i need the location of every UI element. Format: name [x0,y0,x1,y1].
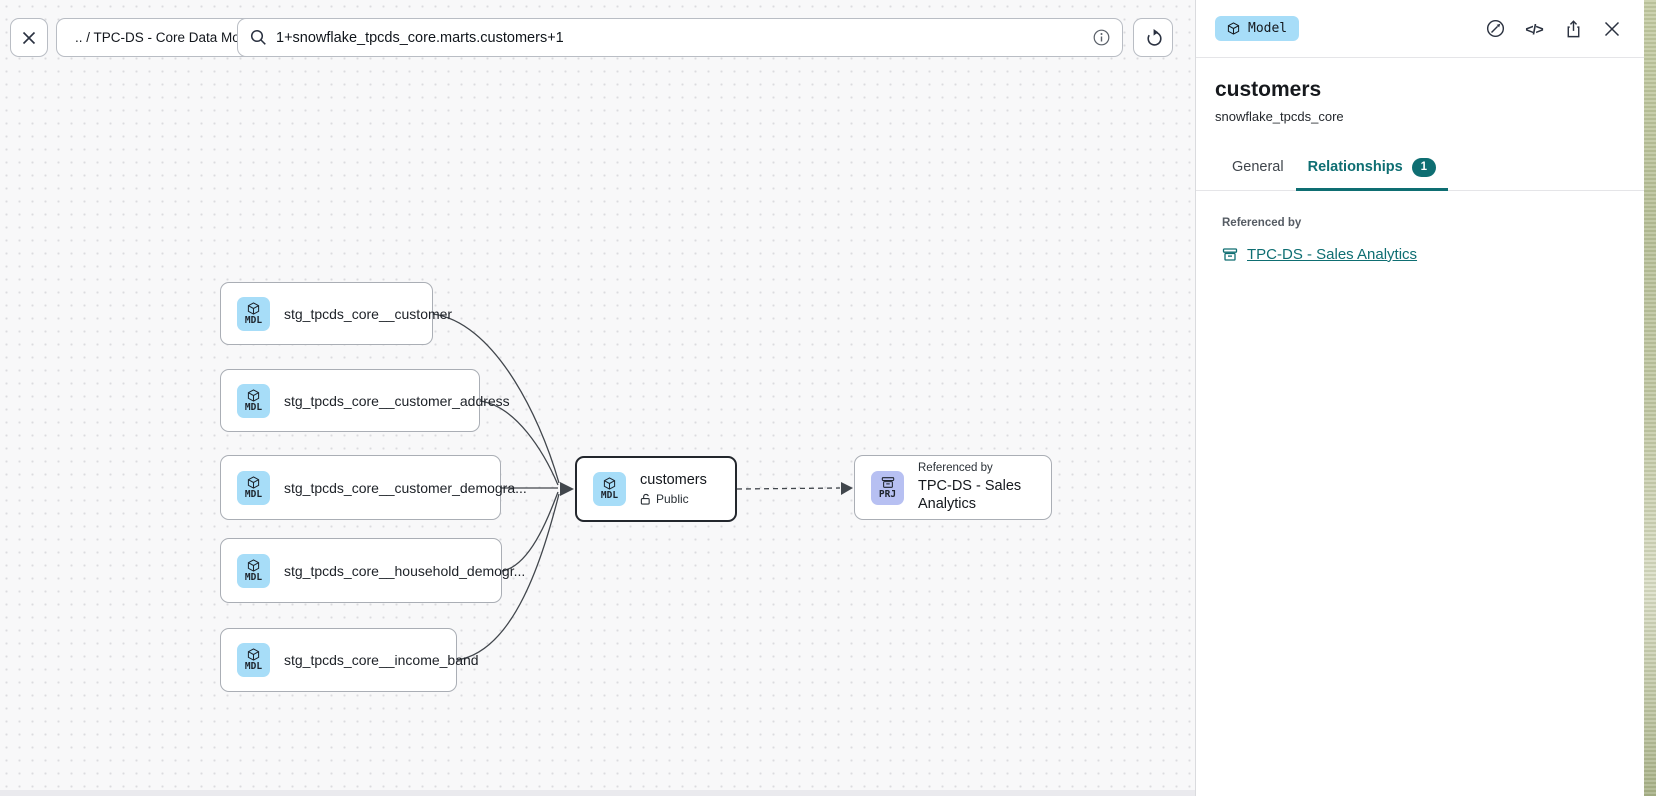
cube-icon [1227,22,1240,35]
archive-icon [1222,247,1238,262]
relationships-content: Referenced by TPC-DS - Sales Analytics [1196,191,1644,289]
node-label: stg_tpcds_core__customer [284,306,452,322]
model-chip: MDL [237,471,270,505]
tab-relationships-label: Relationships [1308,159,1403,175]
close-lineage-button[interactable] [10,18,48,57]
horizontal-scrollbar[interactable] [0,790,1195,796]
lineage-canvas[interactable]: .. / TPC-DS - Core Data Models [0,0,1195,796]
node-referencing-project[interactable]: PRJ Referenced by TPC-DS - Sales Analyti… [854,455,1052,520]
search-icon [250,29,267,46]
resource-type-label: Model [1248,21,1287,36]
arrowhead-into-project [841,482,853,495]
node-label: stg_tpcds_core__income_band [284,652,479,668]
referenced-by-link-label: TPC-DS - Sales Analytics [1247,246,1417,263]
cube-icon [247,389,260,402]
cube-icon [603,477,616,490]
chip-type-label: MDL [245,490,262,500]
close-icon [21,30,37,46]
lineage-edges [0,0,1195,796]
unlock-icon [640,493,651,505]
close-icon [1603,20,1621,38]
edge-referenced-by [737,488,840,489]
model-chip: MDL [237,297,270,331]
panel-tabs: General Relationships 1 [1196,145,1644,191]
panel-header: Model </> [1196,0,1644,58]
compass-icon [1485,18,1506,39]
details-panel: Model </> [1195,0,1644,796]
node-stg-income-band[interactable]: MDL stg_tpcds_core__income_band [220,628,457,692]
cube-icon [247,302,260,315]
node-stg-customer-address[interactable]: MDL stg_tpcds_core__customer_address [220,369,480,432]
node-label: TPC-DS - Sales Analytics [918,478,1021,512]
tab-relationships[interactable]: Relationships 1 [1296,145,1448,191]
edge-household-demographics [502,492,558,571]
cube-icon [247,648,260,661]
search-input[interactable] [276,30,1084,46]
node-stg-household-demographics[interactable]: MDL stg_tpcds_core__household_demogr... [220,538,502,603]
chip-type-label: MDL [245,573,262,583]
code-icon: </> [1525,21,1542,37]
referenced-by-link[interactable]: TPC-DS - Sales Analytics [1222,246,1618,263]
node-label: stg_tpcds_core__customer_address [284,393,510,409]
lineage-search[interactable] [237,18,1123,57]
panel-header-actions: </> [1482,16,1625,42]
model-chip: MDL [237,554,270,588]
arrowhead-into-customers [560,482,574,496]
archive-icon [881,476,895,489]
view-code-button[interactable]: </> [1521,16,1547,42]
model-chip: MDL [237,643,270,677]
node-label: stg_tpcds_core__customer_demogra... [284,480,527,496]
resource-type-badge: Model [1215,16,1299,41]
node-overline: Referenced by [918,462,1035,474]
page-title: customers [1215,78,1625,102]
close-panel-button[interactable] [1599,16,1625,42]
chip-type-label: PRJ [879,490,896,500]
cube-icon [247,476,260,489]
referenced-by-heading: Referenced by [1222,217,1618,229]
tab-general[interactable]: General [1220,145,1296,191]
chip-type-label: MDL [245,662,262,672]
node-access-row: Public [640,492,707,506]
desktop-wallpaper-sliver [1644,0,1656,796]
explore-button[interactable] [1482,16,1508,42]
node-stg-customer[interactable]: MDL stg_tpcds_core__customer [220,282,433,345]
chip-type-label: MDL [601,491,618,501]
project-chip: PRJ [871,471,904,505]
model-chip: MDL [593,472,626,506]
relationships-count-badge: 1 [1412,158,1436,177]
node-customers-selected[interactable]: MDL customers Public [575,456,737,522]
share-button[interactable] [1560,16,1586,42]
cube-icon [247,559,260,572]
project-subtitle: snowflake_tpcds_core [1215,109,1625,124]
model-chip: MDL [237,384,270,418]
refresh-button[interactable] [1133,18,1173,57]
node-access-label: Public [656,492,689,506]
info-icon[interactable] [1093,29,1110,46]
node-stg-customer-demographics[interactable]: MDL stg_tpcds_core__customer_demogra... [220,455,501,520]
refresh-icon [1143,28,1163,48]
node-label: stg_tpcds_core__household_demogr... [284,563,525,579]
panel-title-block: customers snowflake_tpcds_core [1196,58,1644,124]
tab-general-label: General [1232,159,1284,175]
chip-type-label: MDL [245,316,262,326]
share-icon [1564,19,1583,39]
node-label: customers [640,472,707,488]
chip-type-label: MDL [245,403,262,413]
